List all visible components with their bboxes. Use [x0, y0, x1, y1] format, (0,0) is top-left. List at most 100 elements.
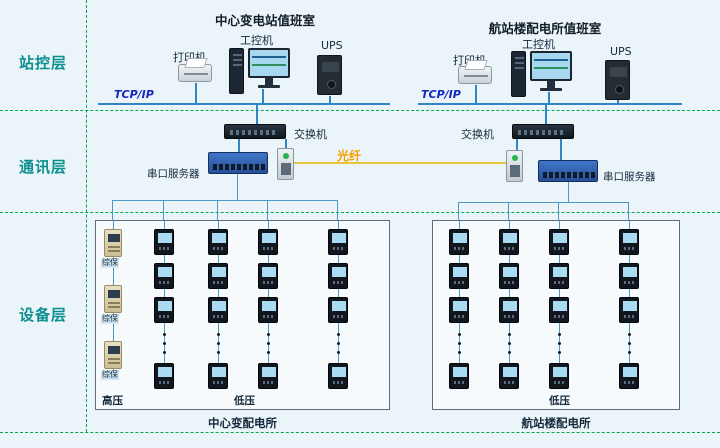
protection-relay-label: 综保	[101, 314, 119, 324]
protection-relay-label: 综保	[101, 370, 119, 380]
meter-buttons	[554, 381, 566, 384]
ellipsis-dot	[508, 342, 511, 345]
bus-to-switch-line	[545, 105, 547, 124]
ups-icon	[605, 60, 630, 100]
feeder-drop	[163, 200, 164, 220]
right-pc-label: 工控机	[522, 38, 555, 51]
feeder-drop	[112, 200, 113, 220]
ellipsis-dot	[337, 351, 340, 354]
power-meter-icon	[619, 263, 639, 289]
layer-divider-comm-device	[0, 212, 720, 213]
meter-screen	[553, 267, 567, 277]
feeder-drop	[267, 200, 268, 220]
right-switch-label: 交换机	[461, 128, 494, 141]
meter-buttons	[454, 381, 466, 384]
meter-buttons	[333, 281, 345, 284]
power-meter-icon	[499, 297, 519, 323]
meter-buttons	[504, 247, 516, 250]
monitor-base	[540, 88, 562, 91]
meter-screen	[332, 233, 346, 243]
ellipsis-dot	[458, 333, 461, 336]
serial-fanout-line	[237, 174, 238, 200]
drop-line	[329, 96, 331, 103]
layer-label-communication: 通讯层	[19, 158, 68, 176]
layer-divider-bottom	[0, 432, 720, 433]
meter-screen	[623, 367, 637, 377]
left-ups-label: UPS	[321, 39, 343, 52]
meter-buttons	[504, 281, 516, 284]
meter-screen	[453, 301, 467, 311]
meter-screen	[453, 267, 467, 277]
power-meter-icon	[619, 363, 639, 389]
switch-to-converter-line	[285, 139, 287, 148]
ellipsis-dot	[628, 333, 631, 336]
monitor-stand	[547, 81, 555, 88]
power-meter-icon	[154, 297, 174, 323]
meter-screen	[623, 301, 637, 311]
monitor-stand	[265, 78, 273, 85]
power-meter-icon	[499, 263, 519, 289]
meter-screen	[158, 233, 172, 243]
meter-screen	[212, 301, 226, 311]
ellipsis-dot	[163, 333, 166, 336]
meter-buttons	[333, 381, 345, 384]
ellipsis-dot	[163, 342, 166, 345]
meter-buttons	[263, 381, 275, 384]
meter-buttons	[159, 315, 171, 318]
pc-monitor-icon	[248, 48, 290, 88]
left-tcpip-label: TCP/IP	[114, 88, 154, 101]
ellipsis-dot	[628, 351, 631, 354]
power-meter-icon	[499, 363, 519, 389]
meter-buttons	[624, 315, 636, 318]
meter-screen	[623, 233, 637, 243]
protection-relay-icon	[104, 341, 122, 369]
ellipsis-dot	[217, 342, 220, 345]
ellipsis-dot	[508, 333, 511, 336]
feeder-drop	[458, 202, 459, 220]
meter-buttons	[624, 247, 636, 250]
power-meter-icon	[549, 263, 569, 289]
meter-screen	[453, 367, 467, 377]
serial-fanout-bus	[112, 200, 338, 201]
monitor-screen-icon	[250, 50, 288, 76]
protection-relay-icon	[104, 229, 122, 257]
protection-relay-label: 综保	[101, 258, 119, 268]
right-serial-label: 串口服务器	[603, 171, 656, 183]
meter-screen	[503, 367, 517, 377]
power-meter-icon	[208, 297, 228, 323]
power-meter-icon	[499, 229, 519, 255]
meter-buttons	[213, 247, 225, 250]
meter-screen	[212, 367, 226, 377]
fiber-label: 光纤	[337, 149, 362, 163]
meter-buttons	[504, 315, 516, 318]
meter-screen	[503, 267, 517, 277]
meter-screen	[158, 367, 172, 377]
meter-screen	[503, 301, 517, 311]
power-meter-icon	[208, 363, 228, 389]
meter-buttons	[333, 315, 345, 318]
serial-server-icon	[208, 152, 268, 174]
meter-buttons	[504, 381, 516, 384]
left-lv-label: 低压	[234, 395, 255, 407]
feeder-drop	[508, 202, 509, 220]
drop-line	[548, 92, 550, 103]
left-room-title: 中心变电站值班室	[214, 13, 315, 28]
ellipsis-dot	[217, 333, 220, 336]
power-meter-icon	[154, 363, 174, 389]
left-equipment-panel: 高压 低压 综保综保综保	[95, 220, 390, 410]
power-meter-icon	[154, 263, 174, 289]
switch-to-serial-line	[238, 139, 240, 152]
meter-screen	[262, 267, 276, 277]
ellipsis-dot	[628, 342, 631, 345]
left-serial-label: 串口服务器	[147, 168, 200, 180]
meter-buttons	[333, 247, 345, 250]
right-equipment-panel: 低压	[432, 220, 680, 410]
meter-buttons	[159, 381, 171, 384]
protection-relay-icon	[104, 285, 122, 313]
ellipsis-dot	[267, 333, 270, 336]
power-meter-icon	[449, 297, 469, 323]
power-meter-icon	[549, 363, 569, 389]
meter-buttons	[624, 281, 636, 284]
meter-screen	[212, 267, 226, 277]
power-meter-icon	[449, 363, 469, 389]
